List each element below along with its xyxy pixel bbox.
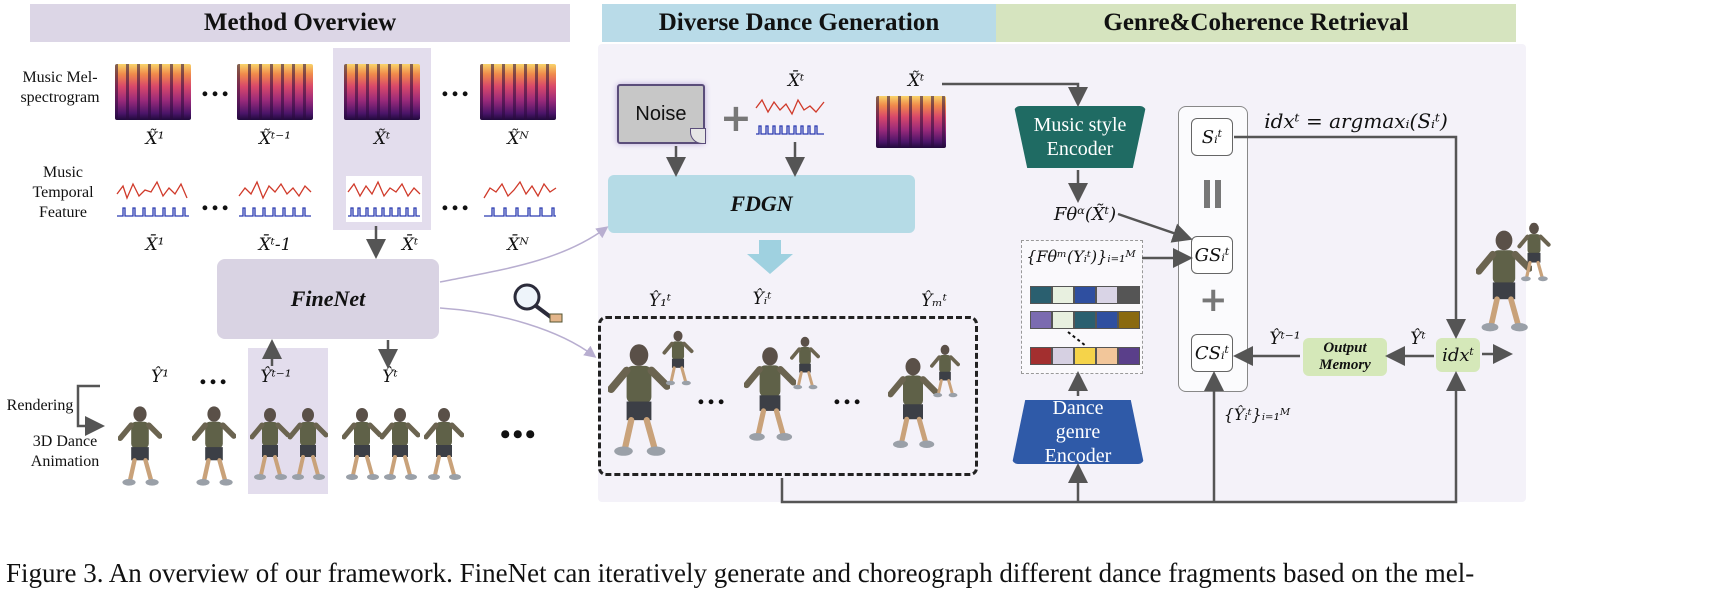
mel-spectrogram-label: Music Mel-spectrogram <box>20 69 100 106</box>
dance-encoder-label: Dance genre Encoder <box>1044 397 1112 467</box>
rendering-label: Rendering <box>6 397 74 414</box>
magnifier-icon <box>513 283 563 323</box>
mel-spectrogram-n <box>480 64 556 120</box>
y-1-t-label: Ŷ₁ᵗ <box>648 291 672 311</box>
y-t-label-right: Ŷᵗ <box>1410 329 1426 349</box>
f-m-set-label: {F𝜃ᵐ(Yᵢᵗ)}ᵢ₌₁ᴹ <box>1026 247 1136 266</box>
animation-label: 3D Dance Animation <box>30 433 100 470</box>
mel-spectrogram-1 <box>115 64 191 120</box>
feature-tile <box>1118 286 1140 304</box>
xbar-t-middle: X̄ᵗ <box>787 71 805 91</box>
temporal-wave-n <box>483 180 557 217</box>
feature-tile <box>1052 347 1074 365</box>
mel-caption-t-minus-1: X̃ᵗ⁻¹ <box>258 129 292 149</box>
temporal-wave-middle <box>755 98 825 135</box>
pause-icon <box>1204 180 1222 208</box>
temporal-caption-1: X̄¹ <box>145 235 165 255</box>
plus-icon-right: + <box>1199 280 1228 320</box>
gs-it-box: GSᵢᵗ <box>1191 236 1233 274</box>
mel-spectrogram-t <box>344 64 420 120</box>
connector-arrows <box>76 82 1513 504</box>
s-it-box: Sᵢᵗ <box>1191 118 1233 156</box>
temporal-ellipsis-2: … <box>440 184 472 217</box>
finenet-block: FineNet <box>217 259 439 339</box>
feature-tile <box>1096 286 1118 304</box>
y-set-label: {Ŷᵢᵗ}ᵢ₌₁ᴹ <box>1223 405 1291 424</box>
feature-tile <box>1074 347 1096 365</box>
idx-formula: idxᵗ = argmaxᵢ(Sᵢᵗ) <box>1264 109 1448 133</box>
feature-tile <box>1030 347 1052 365</box>
feature-tile <box>1030 311 1052 329</box>
mel-caption-1: X̃¹ <box>145 129 165 149</box>
xtilde-t-middle: X̃ᵗ <box>907 71 925 91</box>
feature-tile <box>1096 311 1118 329</box>
dance-genre-encoder: Dance genre Encoder <box>1012 400 1144 464</box>
temporal-feature-label: Music Temporal Feature <box>32 164 94 221</box>
mel-ellipsis-2: … <box>440 70 472 103</box>
feature-tile <box>1052 311 1074 329</box>
mel-caption-n: X̃ᴺ <box>507 129 529 149</box>
fdgn-label: FDGN <box>730 191 793 216</box>
y-ellipsis: … <box>198 358 230 391</box>
noise-label: Noise <box>635 102 687 125</box>
y-m-t-label: Ŷₘᵗ <box>921 291 947 311</box>
feature-tile <box>1096 347 1118 365</box>
animation-big-ellipsis: ••• <box>500 418 538 451</box>
y-label-1: Ŷ¹ <box>150 367 170 387</box>
feature-tile <box>1052 286 1074 304</box>
mel-ellipsis-1: … <box>200 70 232 103</box>
idx-label: idxᵗ <box>1442 344 1474 366</box>
plus-icon-middle: + <box>720 96 752 140</box>
tile-dotted-connector <box>1067 331 1087 347</box>
mel-spectrogram-t-minus-1 <box>237 64 313 120</box>
music-encoder-label: Music style Encoder <box>1033 114 1127 160</box>
candidates-ellipsis-2: … <box>832 378 864 411</box>
temporal-caption-t: X̄ᵗ <box>401 235 419 255</box>
feature-tile <box>1074 311 1096 329</box>
feature-tile <box>1074 286 1096 304</box>
output-memory-label: Output Memory <box>1319 340 1371 373</box>
gs-it-label: GSᵢᵗ <box>1194 244 1230 266</box>
feature-tile <box>1118 347 1140 365</box>
mel-spectrogram-middle <box>876 96 946 148</box>
diverse-dance-banner: Diverse Dance Generation <box>602 4 996 42</box>
cs-it-box: CSᵢᵗ <box>1191 334 1233 372</box>
temporal-caption-n: X̄ᴺ <box>507 235 529 255</box>
big-down-arrow <box>747 240 793 274</box>
cs-it-label: CSᵢᵗ <box>1194 342 1230 364</box>
method-overview-banner: Method Overview <box>30 4 570 42</box>
idx-box: idxᵗ <box>1436 338 1480 372</box>
temporal-ellipsis-1: … <box>200 184 232 217</box>
music-style-encoder: Music style Encoder <box>1014 106 1146 168</box>
y-label-t-minus-1: Ŷᵗ⁻¹ <box>260 367 292 387</box>
temporal-wave-t <box>346 176 422 222</box>
dance-candidates-box <box>598 316 978 476</box>
temporal-wave-1 <box>116 180 189 217</box>
finenet-label: FineNet <box>290 286 366 311</box>
output-memory-box: Output Memory <box>1303 338 1387 376</box>
y-label-t: Ŷᵗ <box>382 367 398 387</box>
feature-tile <box>1030 286 1052 304</box>
y-prev-label: Ŷᵗ⁻¹ <box>1269 329 1301 349</box>
s-it-label: Sᵢᵗ <box>1201 126 1223 148</box>
noise-corner-fold <box>690 128 706 144</box>
feature-tile <box>1118 311 1140 329</box>
genre-retrieval-banner: Genre&Coherence Retrieval <box>996 4 1516 42</box>
f-alpha-label: F𝜃ᵅ(X̃ᵗ) <box>1053 204 1117 225</box>
candidates-ellipsis-1: … <box>696 378 728 411</box>
fdgn-block: FDGN <box>608 175 915 233</box>
figure-caption: Figure 3. An overview of our framework. … <box>6 558 1475 588</box>
temporal-wave-t-minus-1 <box>238 180 312 217</box>
y-i-t-label: Ŷᵢᵗ <box>752 289 772 309</box>
temporal-caption-t-minus-1: X̄ᵗ-1 <box>258 235 292 255</box>
mel-caption-t: X̃ᵗ <box>373 129 391 149</box>
